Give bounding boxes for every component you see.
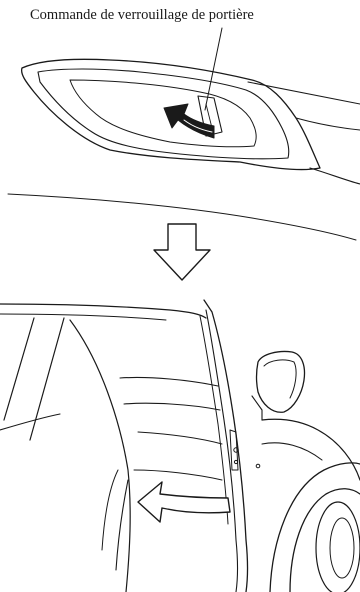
- open-door-panel: [204, 300, 248, 592]
- handle-recess: [70, 80, 256, 147]
- wheel-hub: [316, 502, 360, 592]
- door-opening: [70, 320, 130, 592]
- tire: [290, 489, 360, 592]
- front-fender: [262, 419, 360, 480]
- down-arrow-outline-icon: [154, 224, 210, 280]
- door-handle-closeup: [22, 28, 360, 184]
- open-arrow-icon: [138, 482, 230, 522]
- car-door-open: [0, 300, 360, 592]
- curved-arrow-icon: [164, 104, 214, 138]
- door-trim-line: [248, 82, 360, 104]
- body-pillar: [4, 318, 64, 440]
- wheel-arch: [270, 463, 360, 592]
- side-mirror: [257, 351, 305, 412]
